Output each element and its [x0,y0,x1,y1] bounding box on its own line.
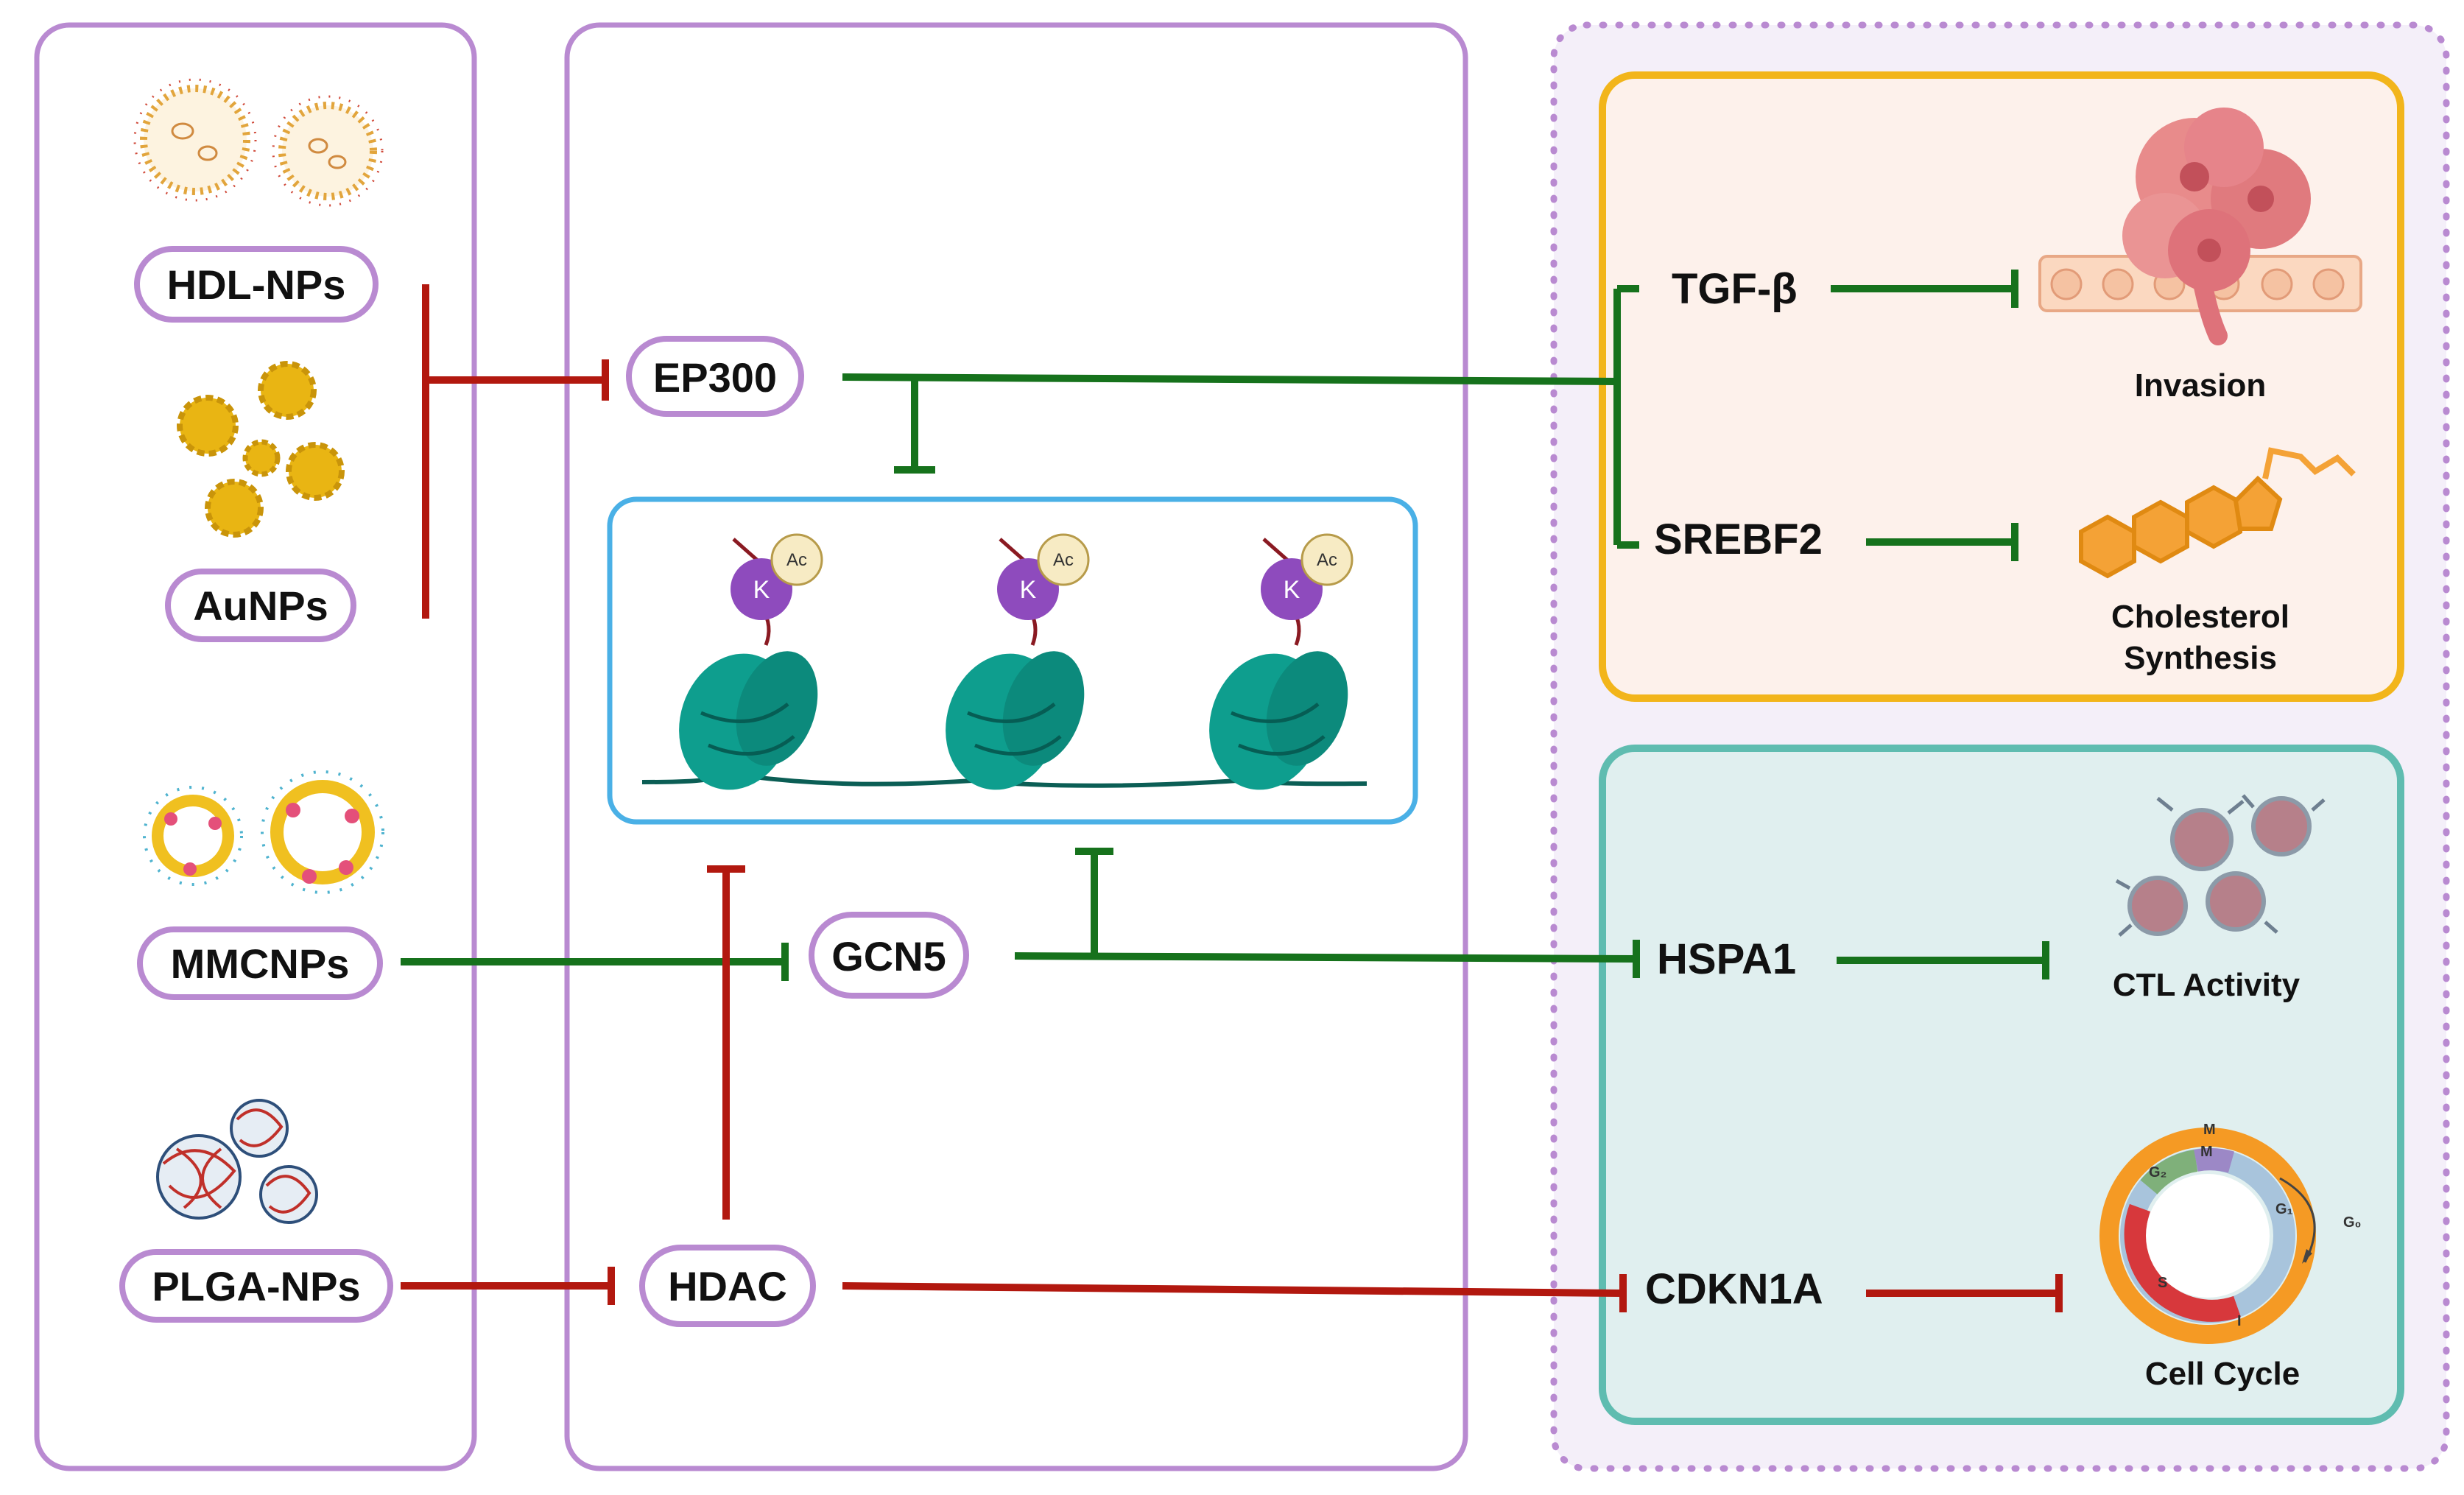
ep300-label: EP300 [653,354,777,401]
hspa1-inhibits-ctl [1837,941,2049,979]
mmcnps-pill: MMCNPs [137,926,383,1000]
hdl-nanoparticle-icon [133,78,384,207]
cdkn1a-inhibits-cell-cycle [1866,1274,2063,1312]
srebf2-label: SREBF2 [1654,516,1823,563]
acetyl-label: Ac [1317,550,1337,570]
plga-nanoparticle-icon [156,1099,318,1224]
aunps-pill: AuNPs [165,569,356,642]
plga-inhibits-hdac [401,1267,615,1305]
plga-nps-label: PLGA-NPs [152,1263,360,1309]
acetyl-icon [1037,533,1090,586]
hdac-label: HDAC [668,1263,787,1309]
mmcnps-inhibits-gcn5 [401,943,789,981]
acetyl-icon [770,533,823,586]
ctl-icon [2115,794,2326,937]
gcn5-inhibits-chromatin-and-hspa1 [1014,848,1640,978]
nanoparticle-panel [34,22,477,1471]
nucleosome-2: K Ac [946,533,1090,790]
tgfb-inhibits-invasion [1831,270,2018,308]
gold-nanoparticle-icon [177,361,345,538]
cell-cycle-icon: M M G₂ G₁ G₀ S I [2099,1122,2362,1344]
hdac-inhibits-chromatin [707,865,745,1220]
hspa1-label: HSPA1 [1657,935,1796,983]
ep300-branch-to-genes [1613,285,1639,549]
plga-nps-pill: PLGA-NPs [119,1249,393,1323]
nucleosome-1: K Ac [679,533,823,790]
lysine-label: K [1020,576,1037,604]
phase-g1: G₁ [2275,1201,2293,1217]
mmc-nanoparticle-icon [143,770,384,894]
hdl-nps-label: HDL-NPs [167,261,346,308]
invasion-label: Invasion [2135,367,2267,404]
hdl-au-inhibits-ep300 [422,284,609,619]
aunps-label: AuNPs [193,583,328,629]
hdl-nps-pill: HDL-NPs [134,246,379,323]
invasion-icon [2038,108,2362,345]
phase-g2: G₂ [2149,1164,2166,1181]
ep300-inhibits-chromatin [842,373,1618,474]
tgfb-label: TGF-β [1672,265,1798,313]
ep300-pill: EP300 [626,336,804,417]
cholesterol-label-line1: Cholesterol [2111,599,2289,635]
gcn5-label: GCN5 [831,933,946,979]
acetyl-label: Ac [786,550,807,570]
ctl-activity-label: CTL Activity [2113,967,2301,1003]
cdkn1a-label: CDKN1A [1645,1265,1823,1313]
lysine-label: K [753,576,770,604]
phase-s: S [2158,1275,2167,1291]
cholesterol-icon [2079,475,2283,579]
gcn5-pill: GCN5 [809,912,969,999]
cholesterol-tail [2262,447,2356,479]
nucleosome-3: K Ac [1209,533,1354,790]
phase-i: I [2237,1313,2242,1329]
acetyl-icon [1300,533,1354,586]
lysine-label: K [1284,576,1300,604]
phase-m-inner: M [2200,1144,2213,1160]
srebf2-inhibits-cholesterol [1866,523,2018,561]
phase-g0: G₀ [2343,1214,2362,1231]
hdac-pill: HDAC [639,1245,816,1327]
acetyl-label: Ac [1053,550,1074,570]
mmcnps-label: MMCNPs [171,940,350,987]
cholesterol-label-line2: Synthesis [2124,640,2277,676]
hdac-inhibits-cdkn1a [842,1274,1627,1312]
phase-m-outer: M [2203,1122,2216,1138]
cell-cycle-label: Cell Cycle [2145,1356,2300,1392]
